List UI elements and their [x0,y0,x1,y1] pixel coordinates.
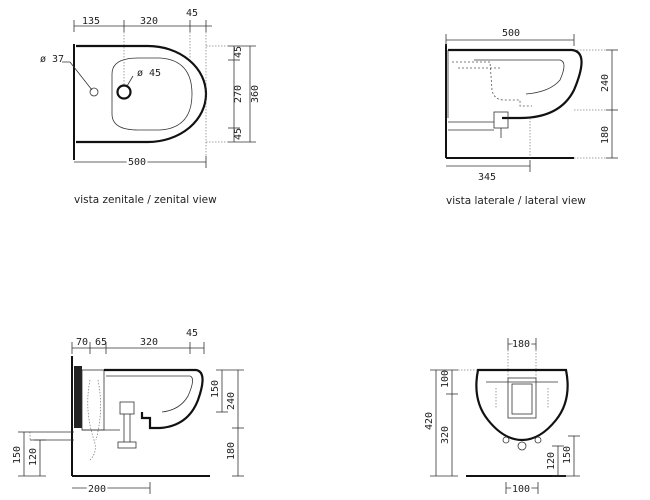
section-dim-65: 65 [95,337,107,348]
lateral-outline [448,48,583,120]
lateral-view: 500 345 240 180 [445,28,618,183]
dim-r360: 360 [250,85,261,103]
fixing-hole-leader [62,61,93,91]
fixing-hole [89,87,99,97]
dim-r45a: 45 [233,46,244,58]
section-dim-l120: 120 [28,448,39,466]
top-view: ø 37 ø 45 135 320 45 500 45 270 45 360 [40,8,261,170]
front-drain-hole [517,441,527,451]
section-dim-l150: 150 [12,446,23,464]
dim-r45b: 45 [233,128,244,140]
dim-hole-45: ø 45 [137,68,161,79]
section-dim-180: 180 [226,442,237,460]
lateral-view-caption: vista laterale / lateral view [446,195,586,207]
dim-320: 320 [140,16,158,27]
front-dim-100-top: 100 [440,370,451,388]
section-dim-150: 150 [210,380,221,398]
section-frame [81,369,105,431]
front-center-block [507,377,537,419]
dim-hole-37: ø 37 [40,54,64,65]
front-view: 180 100 420 100 320 120 150 [424,337,580,497]
tap-hole [116,84,132,100]
section-dim-240: 240 [226,392,237,410]
section-outline [104,368,204,430]
lateral-dim-345: 345 [478,172,496,183]
front-dim-100-bottom: 100 [512,484,530,495]
section-trap [119,401,135,415]
front-dim-150: 150 [562,446,573,464]
section-dim-45: 45 [186,328,198,339]
top-view-caption: vista zenitale / zenital view [74,194,217,206]
front-dim-180: 180 [512,339,530,350]
top-view-outline [76,44,208,144]
dim-45: 45 [186,8,198,19]
front-dim-120: 120 [546,452,557,470]
top-view-basin [111,57,193,131]
lateral-trap [493,111,509,129]
section-dim-70: 70 [76,337,88,348]
front-dim-420: 420 [424,412,435,430]
section-dim-200: 200 [88,484,106,495]
front-outline [475,368,569,442]
tap-hole-leader [126,75,134,87]
lateral-dim-240: 240 [600,74,611,92]
lateral-dim-500: 500 [502,28,520,39]
section-view: 70 65 320 45 200 150 240 180 150 120 [12,328,244,497]
dim-500: 500 [128,157,146,168]
section-dim-320: 320 [140,337,158,348]
dim-r270: 270 [233,85,244,103]
dim-135: 135 [82,16,100,27]
front-dim-320: 320 [440,426,451,444]
lateral-dim-180: 180 [600,126,611,144]
